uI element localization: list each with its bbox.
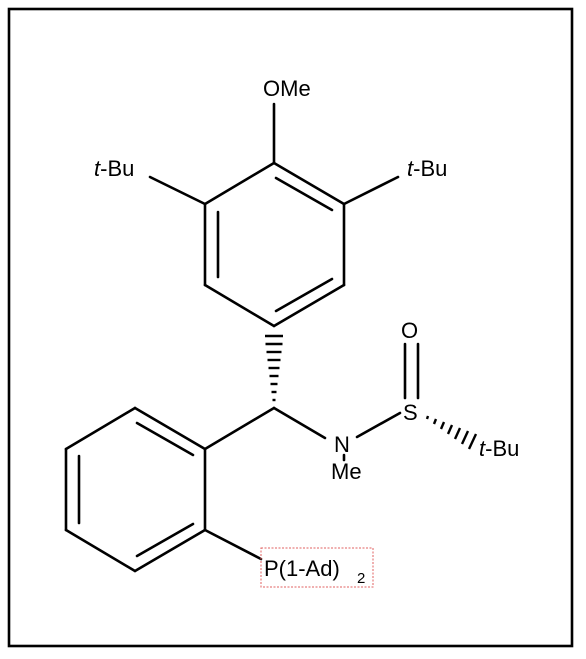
- methoxy-label: OMe: [263, 76, 311, 101]
- phosphine-highlight-box: [260, 547, 374, 588]
- figure-frame: [7, 7, 574, 648]
- phosphine-label: P(1-Ad): [264, 556, 340, 581]
- oxygen-label: O: [401, 318, 418, 343]
- upper-aryl-ring: [203, 161, 346, 328]
- tbu-right-label: t-Bu: [407, 156, 447, 181]
- hashed-wedge-bond-sulfur: [425, 415, 478, 450]
- tbu-right-bond: [342, 175, 400, 206]
- nitrogen-to-sulfur-bond: [355, 411, 402, 439]
- phosphine-bond: [203, 528, 263, 561]
- n-methyl-label: Me: [331, 459, 362, 484]
- hashed-wedge-bond-aryl: [265, 334, 283, 402]
- phosphine-subscript: 2: [357, 570, 365, 587]
- s-tbu-label: t-Bu: [479, 436, 519, 461]
- tbu-left-bond: [148, 175, 207, 206]
- stereocenter-to-nitrogen-bond: [272, 406, 327, 440]
- stereocenter-to-lower-ring-bond: [203, 406, 276, 451]
- lower-aryl-ring: [64, 406, 207, 573]
- sulfur-label: S: [403, 400, 418, 425]
- nitrogen-label: N: [334, 432, 350, 457]
- tbu-left-label: t-Bu: [94, 156, 134, 181]
